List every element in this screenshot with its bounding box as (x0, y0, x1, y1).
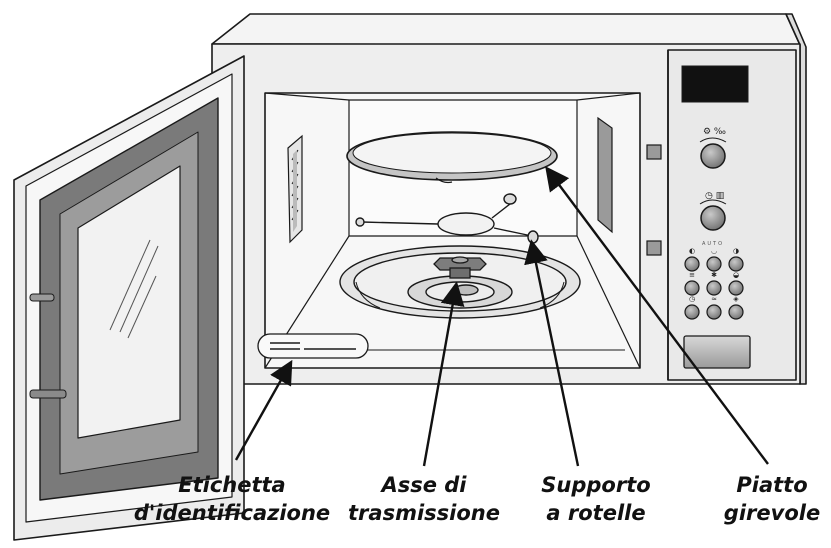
left-wall-vent (287, 134, 303, 244)
svg-text:≡: ≡ (689, 271, 695, 279)
turntable-plate (346, 131, 558, 184)
panel-button[interactable] (684, 256, 700, 272)
control-panel: ⚙ ‰ ◷ ▥ AUTO ◐ ◡ ◑ ≡ ✱ ◒ ◷ ≈ ◈ (681, 65, 751, 369)
arrow-piatto (545, 166, 769, 465)
latch-hole-bottom (646, 240, 662, 256)
label-etichetta-line1: Etichetta (178, 473, 285, 497)
svg-text:≈: ≈ (711, 295, 717, 303)
right-wall-window (597, 116, 613, 234)
timer-knob: ◷ ▥ (699, 191, 727, 231)
display-screen (681, 65, 749, 103)
svg-text:◐: ◐ (689, 247, 695, 255)
svg-text:⚙ ‰: ⚙ ‰ (703, 127, 726, 137)
roller-support (355, 193, 539, 244)
label-asse-line1: Asse di (379, 473, 467, 497)
svg-text:◷ ▥: ◷ ▥ (705, 191, 724, 201)
panel-button[interactable] (728, 304, 744, 320)
panel-button[interactable] (706, 304, 722, 320)
door (13, 55, 245, 541)
label-asse-line2: trasmissione (348, 501, 500, 525)
label-supporto-line1: Supporto (541, 473, 650, 497)
panel-button[interactable] (684, 280, 700, 296)
panel-button[interactable] (728, 256, 744, 272)
label-etichetta-line2: d'identificazione (134, 501, 330, 525)
label-supporto-line2: a rotelle (546, 501, 645, 525)
svg-text:✱: ✱ (711, 271, 717, 279)
latch-hole-top (646, 144, 662, 160)
panel-button[interactable] (728, 280, 744, 296)
arrow-etichetta (234, 359, 293, 461)
leader-arrows (234, 166, 769, 467)
svg-text:◡: ◡ (711, 247, 717, 255)
door-latch-bottom (29, 389, 67, 399)
panel-buttons (684, 256, 744, 320)
door-latch-top (29, 293, 55, 302)
svg-text:◷: ◷ (689, 295, 696, 303)
power-knob: ⚙ ‰ (699, 127, 727, 169)
label-piatto-line2: girevole (724, 501, 820, 525)
svg-text:◒: ◒ (733, 271, 739, 279)
panel-button[interactable] (684, 304, 700, 320)
svg-text:◈: ◈ (733, 295, 739, 303)
panel-button-icons: ◐ ◡ ◑ ≡ ✱ ◒ ◷ ≈ ◈ (689, 247, 739, 303)
id-label-plate (257, 333, 369, 359)
svg-text:◑: ◑ (733, 247, 739, 255)
label-piatto-line1: Piatto (736, 473, 807, 497)
auto-caption: AUTO (702, 241, 724, 247)
arrow-asse (422, 281, 465, 467)
arrow-supporto (524, 239, 580, 467)
drive-coupler (433, 256, 487, 279)
panel-button[interactable] (706, 256, 722, 272)
panel-button[interactable] (706, 280, 722, 296)
